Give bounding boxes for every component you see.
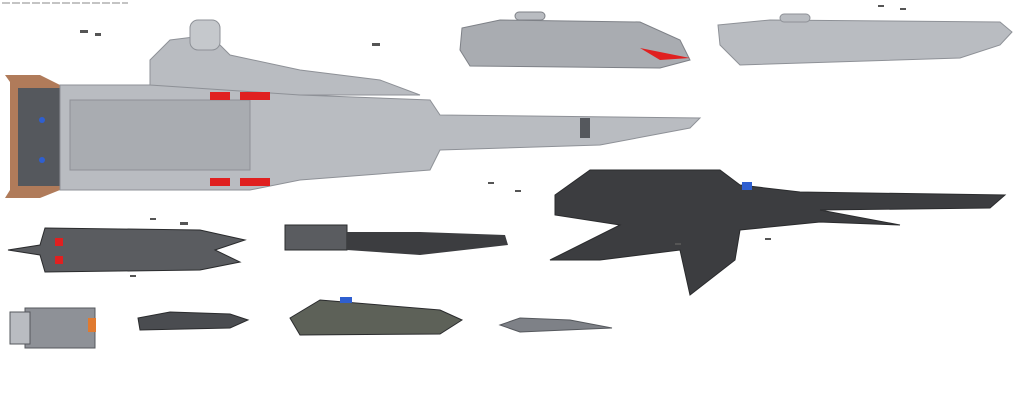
ship-carrier-grey [459,11,691,69]
ship-flagship-battleship [5,19,702,198]
ship-small-frigate [137,311,250,331]
ship-small-scout [498,317,613,333]
small-craft-group [80,5,906,277]
ship-carrier-light [717,13,1013,66]
ship-dark-destroyer [284,224,508,255]
ship-olive-corvette [289,297,464,336]
ship-red-eyed-cruiser [7,227,247,273]
ship-blocky-tug [9,307,96,349]
ship-dark-wing-cruiser [549,169,1007,296]
